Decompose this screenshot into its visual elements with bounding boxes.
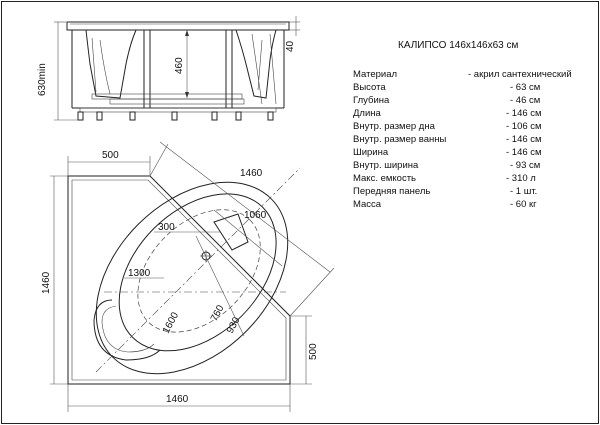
basin-inner-oval xyxy=(118,193,277,352)
spec-label: Внутр. ширина xyxy=(353,160,419,171)
basin-right-profile xyxy=(235,29,277,99)
depth-dimension: 460 xyxy=(174,57,185,74)
inner-diagonal-dimension: 1060 xyxy=(244,210,267,221)
left-side-dimension: 1460 xyxy=(41,271,52,294)
spec-value: - акрил сантехнический xyxy=(468,69,572,80)
top-width-dimension: 500 xyxy=(102,150,119,161)
tub-legs xyxy=(77,111,274,121)
width-760-dimension: 760 xyxy=(209,303,227,323)
spec-label: Внутр. размер дна xyxy=(353,121,436,132)
bottom-dimension: 1460 xyxy=(166,394,189,405)
diagonal-dimension: 1460 xyxy=(240,168,263,179)
headrest xyxy=(213,213,249,251)
spec-label: Длина xyxy=(353,108,382,119)
spec-label: Внутр. размер ванны xyxy=(353,134,447,145)
tub-rim xyxy=(66,21,290,31)
basin-outer-oval xyxy=(95,181,289,375)
spec-value: - 146 см xyxy=(506,147,542,158)
basin-left-profile xyxy=(85,29,137,99)
spec-table: КАЛИПСО 146х146х63 см Материал - акрил с… xyxy=(353,40,572,210)
inner-length-dimension: 1300 xyxy=(128,268,151,279)
spec-label: Ширина xyxy=(353,147,389,158)
spec-label: Материал xyxy=(353,69,397,80)
spec-value: - 60 кг xyxy=(510,199,537,210)
right-side-dimension: 500 xyxy=(308,343,319,360)
spec-value: - 93 см xyxy=(510,160,540,171)
spec-value: - 1 шт. xyxy=(510,186,537,197)
spec-label: Высота xyxy=(353,82,386,93)
basin-bottom-oval xyxy=(137,209,261,333)
plan-view: 500 1460 1060 300 1300 1600 760 930 1460… xyxy=(41,141,335,412)
spec-label: Глубина xyxy=(353,95,390,106)
drain-distance-dimension: 300 xyxy=(158,222,175,233)
rim-dimension: 40 xyxy=(285,40,296,52)
spec-value: - 146 см xyxy=(506,108,542,119)
height-min-dimension: 630min xyxy=(37,63,48,96)
spec-label: Передняя панель xyxy=(353,186,430,197)
product-title: КАЛИПСО 146х146х63 см xyxy=(398,40,518,51)
tub-outline xyxy=(67,175,291,385)
spec-value: - 63 см xyxy=(510,82,540,93)
spec-label: Масса xyxy=(353,199,382,210)
seat-lobe xyxy=(93,299,161,361)
side-view: 630min 460 40 xyxy=(37,16,300,121)
spec-value: - 106 см xyxy=(506,121,542,132)
spec-value: - 46 см xyxy=(510,95,540,106)
spec-label: Макс. емкость xyxy=(353,173,416,184)
spec-value: - 146 см xyxy=(506,134,542,145)
spec-value: - 310 л xyxy=(506,173,536,184)
length-1600-dimension: 1600 xyxy=(161,310,181,335)
